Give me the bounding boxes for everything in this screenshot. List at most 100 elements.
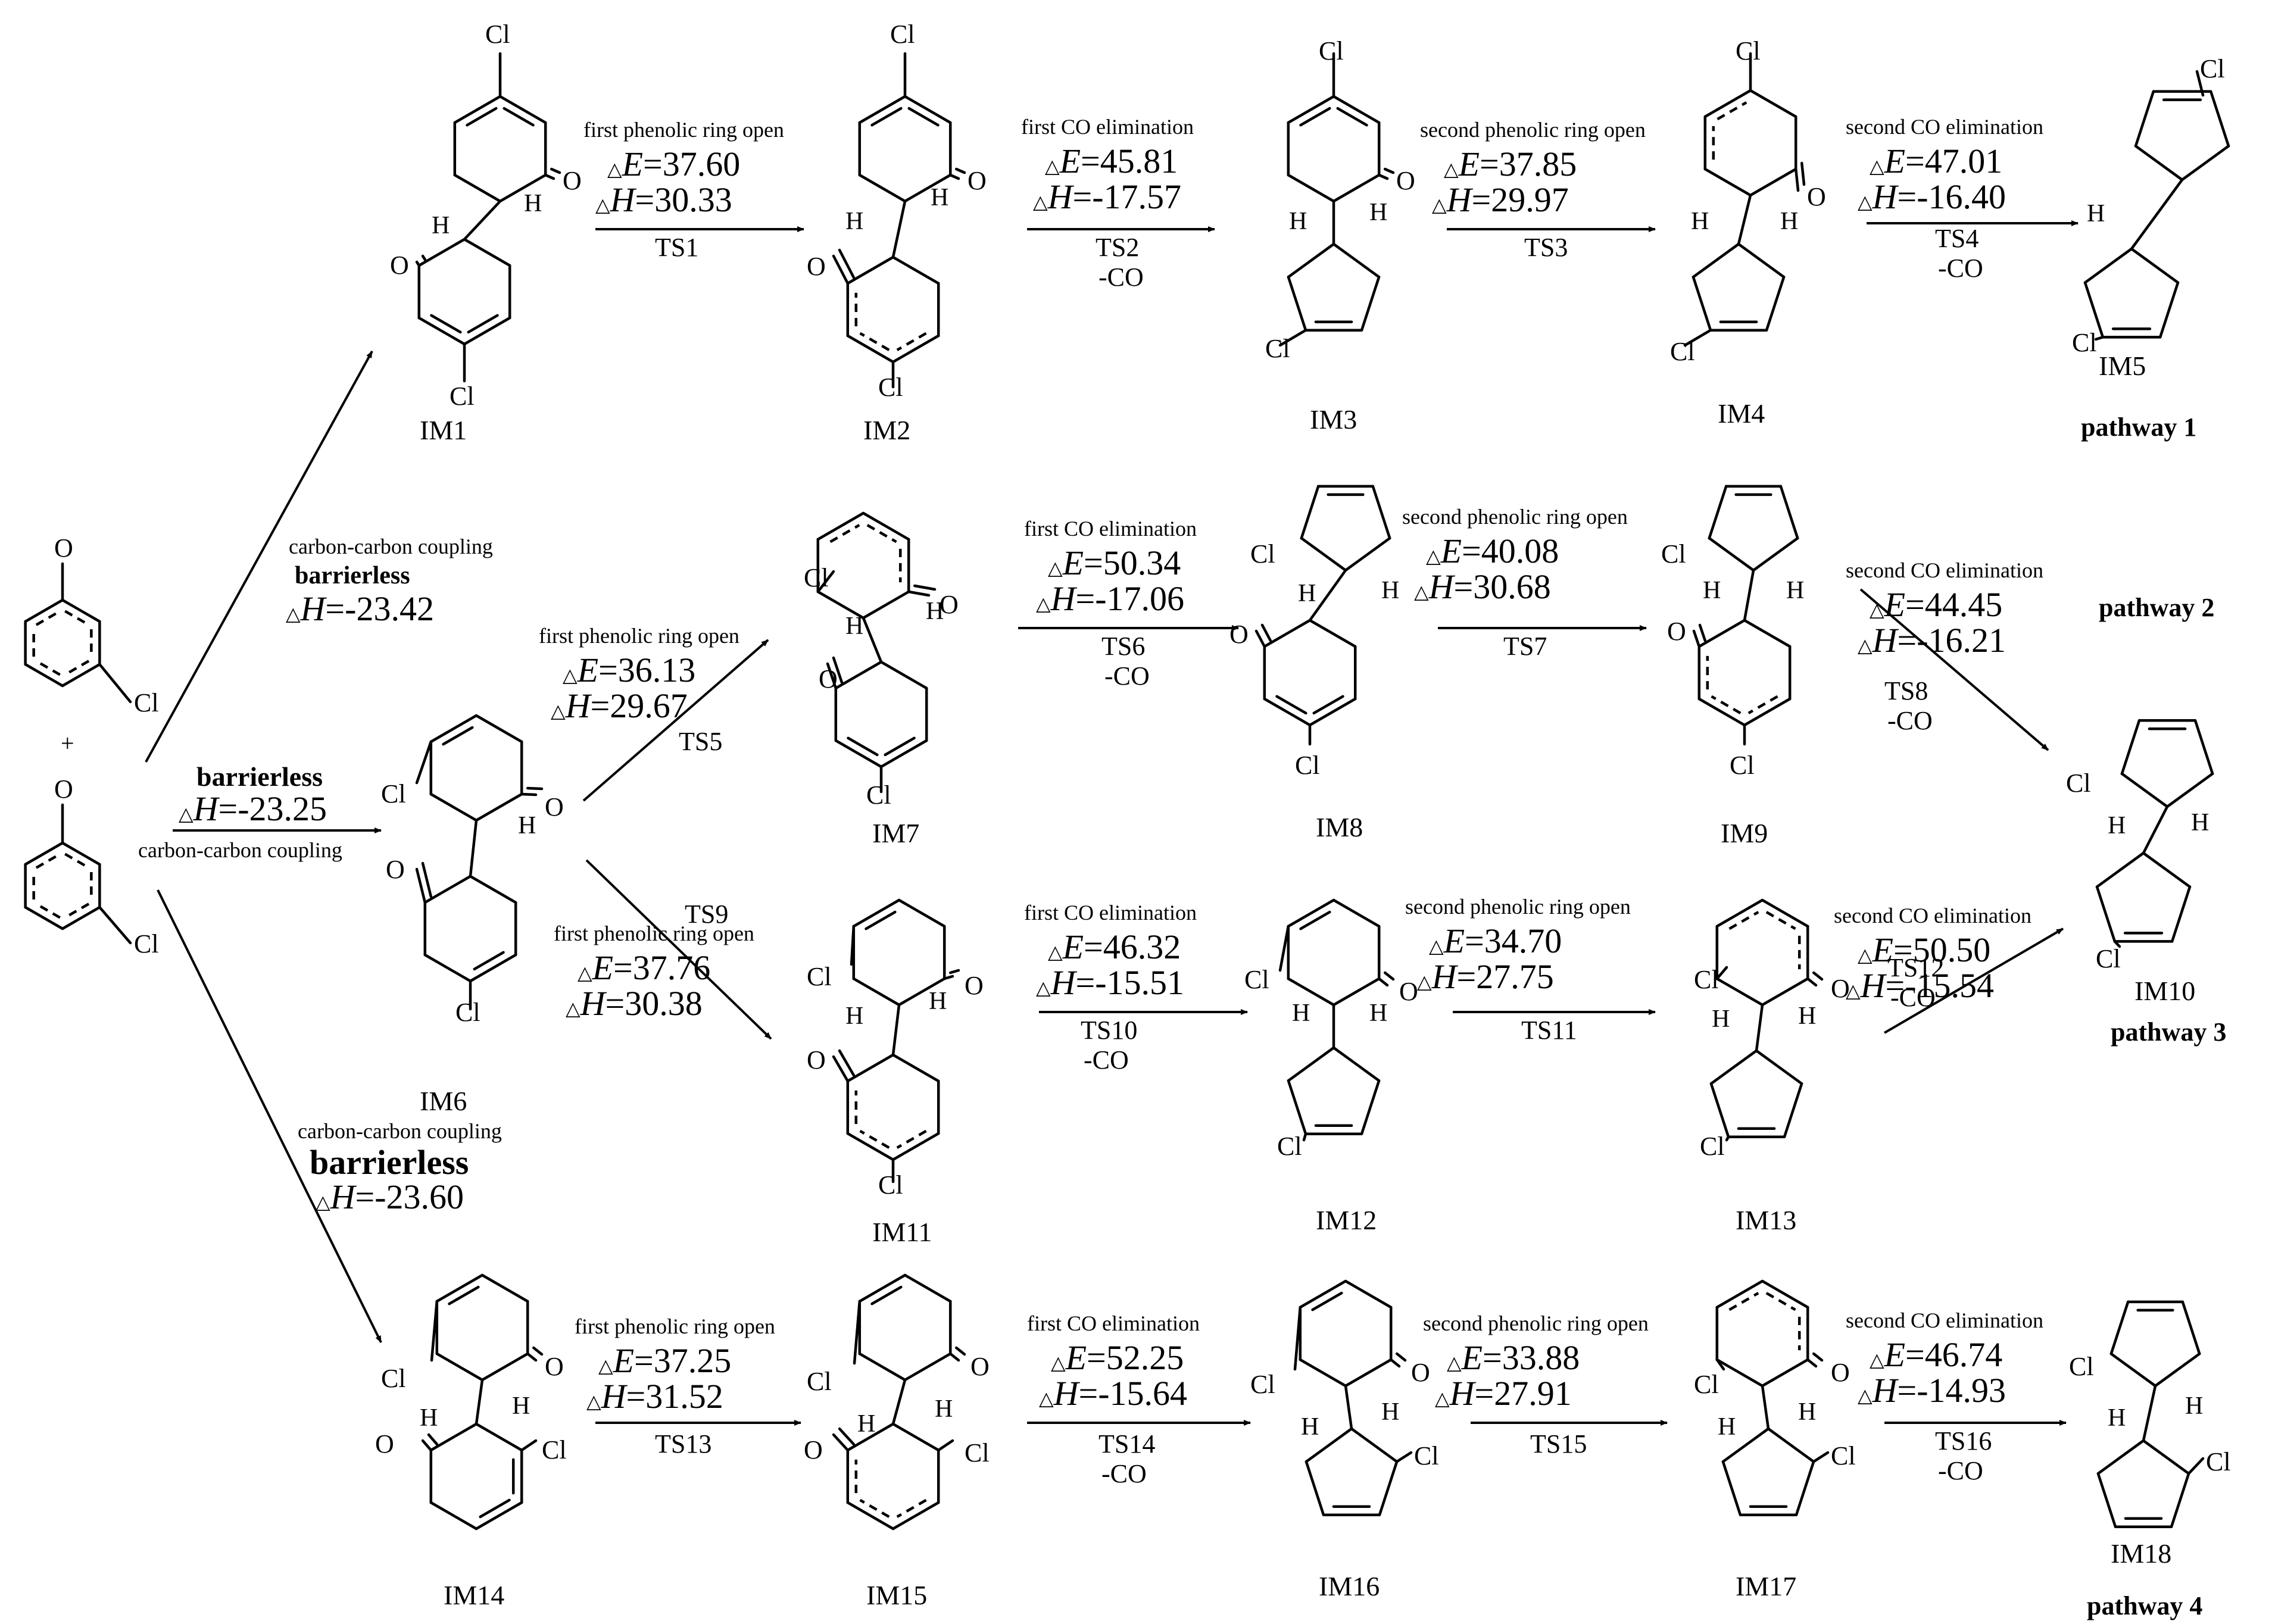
bond-line: [1795, 1460, 1815, 1516]
hydrogen-label: H: [926, 598, 944, 625]
bond-line: [1378, 1460, 1399, 1516]
bond-line: [870, 1285, 903, 1306]
delta-h-value: △H=29.97: [1432, 180, 1569, 219]
bond-line: [1344, 536, 1391, 572]
bond-line: [1728, 911, 1759, 930]
bond-line: [435, 1352, 484, 1382]
bond-line: [1254, 629, 1266, 648]
intermediate-label-im7: IM7: [872, 818, 919, 848]
arrow-ts8: [1859, 588, 2049, 751]
bond-line: [415, 260, 421, 267]
bond-line: [430, 314, 462, 334]
hydrogen-label: H: [1703, 577, 1721, 604]
oxygen-label: O: [1831, 1358, 1850, 1387]
hydrogen-label: H: [1289, 208, 1307, 235]
intermediate-label-im18: IM18: [2111, 1538, 2171, 1569]
co-loss-label: -CO: [1887, 706, 1933, 735]
bond-line: [846, 1501, 895, 1531]
bond-line: [1761, 1279, 1809, 1309]
bond-line: [846, 1422, 895, 1452]
pathway-label-3: pathway 3: [2111, 1017, 2226, 1047]
step-label: first phenolic ring open: [575, 1314, 775, 1338]
bond-line: [891, 1501, 940, 1531]
molecule-structures: [24, 52, 2230, 1531]
bond-line: [859, 1129, 890, 1149]
intermediate-label-im10: IM10: [2134, 976, 2195, 1006]
chlorine-label: Cl: [1700, 1132, 1725, 1161]
bond-line: [1332, 242, 1381, 279]
bond-line: [429, 714, 478, 744]
hydrogen-label: H: [432, 212, 450, 239]
bond-line: [1683, 329, 1712, 347]
transition-state-label: TS4: [1935, 224, 1978, 253]
bond-line: [838, 1427, 856, 1446]
bond-line: [862, 616, 883, 664]
bond-line: [2130, 178, 2184, 251]
pathway-label-4: pathway 4: [2087, 1591, 2202, 1620]
hydrogen-label: H: [2185, 1392, 2203, 1420]
chlorine-label: Cl: [1831, 1441, 1856, 1470]
im6-ring-top: [429, 714, 523, 822]
im5-pentadiene-bottom: [2083, 247, 2180, 339]
bond-line: [832, 1055, 850, 1083]
chlorine-label: Cl: [866, 780, 891, 810]
bond-line: [1765, 276, 1786, 332]
delta-h-value: △H=27.75: [1417, 957, 1554, 996]
bond-line: [1703, 89, 1752, 118]
transition-state-label: TS1: [655, 233, 698, 262]
bond-line: [866, 524, 897, 544]
bond-line: [1305, 1460, 1325, 1516]
chlorine-label: Cl: [2069, 1352, 2094, 1381]
chlorine-label: Cl: [1250, 1370, 1275, 1399]
bond-line: [1344, 1279, 1393, 1309]
hydrogen-label: H: [420, 1404, 438, 1432]
bond-line: [1761, 1358, 1809, 1388]
co-loss-label: -CO: [1101, 1459, 1147, 1488]
bond-line: [937, 1439, 954, 1452]
chlorine-label: Cl: [890, 20, 915, 49]
bond-line: [1692, 276, 1712, 332]
bond-line: [1311, 1291, 1343, 1311]
chlorine-label: Cl: [2206, 1447, 2231, 1476]
bond-line: [1725, 1135, 1730, 1142]
bond-line: [907, 107, 940, 127]
delta-h-value: △H=29.67: [551, 686, 688, 725]
delta-e-value: △E=33.88: [1447, 1338, 1580, 1377]
hydrogen-label: H: [1369, 1000, 1387, 1027]
bond-line: [1794, 167, 1800, 192]
delta-h-value: △H=30.38: [566, 984, 703, 1023]
hydrogen-label: H: [857, 1410, 875, 1438]
im18-pentadiene-top: [2109, 1300, 2201, 1388]
bond-line: [448, 1285, 480, 1306]
chlorine-label: Cl: [807, 962, 832, 991]
bond-line: [469, 875, 517, 904]
bond-line: [417, 238, 466, 267]
bond-line: [1767, 1427, 1815, 1463]
step-label: second phenolic ring open: [1405, 895, 1631, 919]
hydrogen-label: H: [1381, 577, 1399, 604]
arrow-ts12: [1883, 927, 2064, 1034]
bond-line: [421, 861, 433, 898]
bond-line: [475, 1422, 523, 1452]
bond-line: [891, 199, 907, 259]
bond-line: [64, 902, 90, 919]
intermediate-label-im13: IM13: [1736, 1205, 1796, 1235]
bond-line: [891, 255, 940, 285]
delta-e-value: △E=37.85: [1444, 145, 1577, 183]
oxygen-label: O: [545, 792, 564, 822]
chlorine-label: Cl: [1277, 1132, 1302, 1161]
bond-line: [879, 739, 928, 769]
bond-line: [1715, 1358, 1764, 1388]
step-label: second CO elimination: [1834, 904, 2031, 927]
bond-line: [896, 1129, 927, 1149]
im2-chain: [846, 255, 940, 364]
bond-line: [858, 95, 907, 124]
step-label: first CO elimination: [1024, 517, 1197, 541]
bond-line: [1332, 1046, 1381, 1082]
delta-h-value: △H=-16.40: [1858, 177, 2006, 216]
bond-line: [834, 739, 883, 769]
chlorine-label: Cl: [2200, 54, 2225, 83]
bond-line: [2096, 1439, 2145, 1475]
hydrogen-label: H: [1718, 1413, 1736, 1441]
bond-line: [1709, 1082, 1730, 1138]
